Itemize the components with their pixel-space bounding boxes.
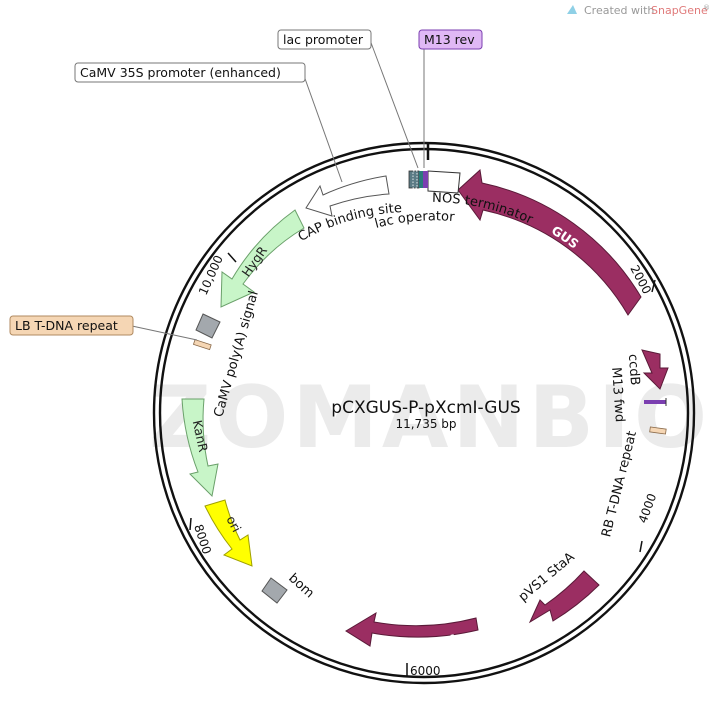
ori-feature-arrow[interactable] <box>204 499 253 567</box>
lb-repeat-marker[interactable] <box>192 339 212 351</box>
nos-terminator-feature[interactable] <box>427 170 461 194</box>
ori-label: ori <box>224 513 245 534</box>
m13-fwd-marker[interactable] <box>644 400 666 404</box>
snapgene-branding: Created with SnapGene ® <box>567 4 710 17</box>
tick-label-6000: 6000 <box>410 664 441 678</box>
pvs1-repa-feature-arrow[interactable] <box>345 611 479 647</box>
lac-promoter-marker[interactable] <box>412 170 418 189</box>
m13-fwd-label: M13 fwd <box>608 367 627 423</box>
tick-label-8000: 8000 <box>191 523 214 556</box>
lac-promoter-callout-box <box>277 29 372 50</box>
m13-rev-callout-label: M13 rev <box>424 32 475 47</box>
m13-rev-marker[interactable] <box>423 171 428 188</box>
rb-repeat-marker[interactable] <box>649 426 667 435</box>
callout-lac-promoter[interactable]: lac promoter <box>277 29 372 50</box>
callout-camv35s[interactable]: CaMV 35S promoter (enhanced) <box>74 62 306 83</box>
camv35s-leader <box>302 72 343 183</box>
plasmid-name: pCXGUS-P-pXcmI-GUS <box>331 398 520 418</box>
branding-mark: ® <box>703 4 710 12</box>
gus-feature-arrow[interactable] <box>457 169 642 316</box>
lb-repeat-callout-label: LB T-DNA repeat <box>15 318 118 333</box>
cap-site-marker[interactable] <box>408 170 420 189</box>
tick-marks <box>189 143 656 676</box>
lac-promoter-callout-label: lac promoter <box>283 32 364 47</box>
branding-prefix: Created with <box>584 4 654 17</box>
lac-promoter-leader <box>369 39 419 169</box>
hygr-feature-arrow[interactable] <box>220 209 305 308</box>
callout-m13-rev[interactable]: M13 rev <box>418 29 483 50</box>
callout-lb-repeat[interactable]: LB T-DNA repeat <box>9 315 134 336</box>
ccdb-label: ccdB <box>625 354 642 386</box>
callout-lines <box>131 39 425 341</box>
tick-4000 <box>639 540 643 553</box>
branding-name: SnapGene <box>651 4 708 17</box>
bom-feature[interactable] <box>261 577 288 604</box>
tick-8000 <box>189 517 192 531</box>
watermark: ZOMANBIO <box>149 368 711 468</box>
snapgene-logo-icon <box>567 5 577 14</box>
kanr-feature-arrow[interactable] <box>181 398 219 498</box>
bom-label: bom <box>285 571 316 601</box>
m13-rev-callout-box <box>418 29 483 50</box>
tick-10000 <box>227 252 237 263</box>
kanr-label: KanR <box>190 419 211 454</box>
lb-repeat-leader <box>131 325 198 341</box>
ccdb-feature-arrow[interactable] <box>641 349 669 390</box>
camv35s-callout-label: CaMV 35S promoter (enhanced) <box>80 65 281 80</box>
camv35s-promoter-arrow[interactable] <box>305 175 390 217</box>
camv35s-callout-box <box>74 62 306 83</box>
plasmid-size: 11,735 bp <box>395 417 456 431</box>
lb-repeat-callout-box <box>9 315 134 336</box>
tick-label-4000: 4000 <box>636 492 660 525</box>
pvs1-staa-feature-arrow[interactable] <box>528 570 600 624</box>
lac-operator-marker[interactable] <box>419 171 423 188</box>
tick-2000 <box>651 279 656 293</box>
camv-polya-feature[interactable] <box>195 313 221 339</box>
